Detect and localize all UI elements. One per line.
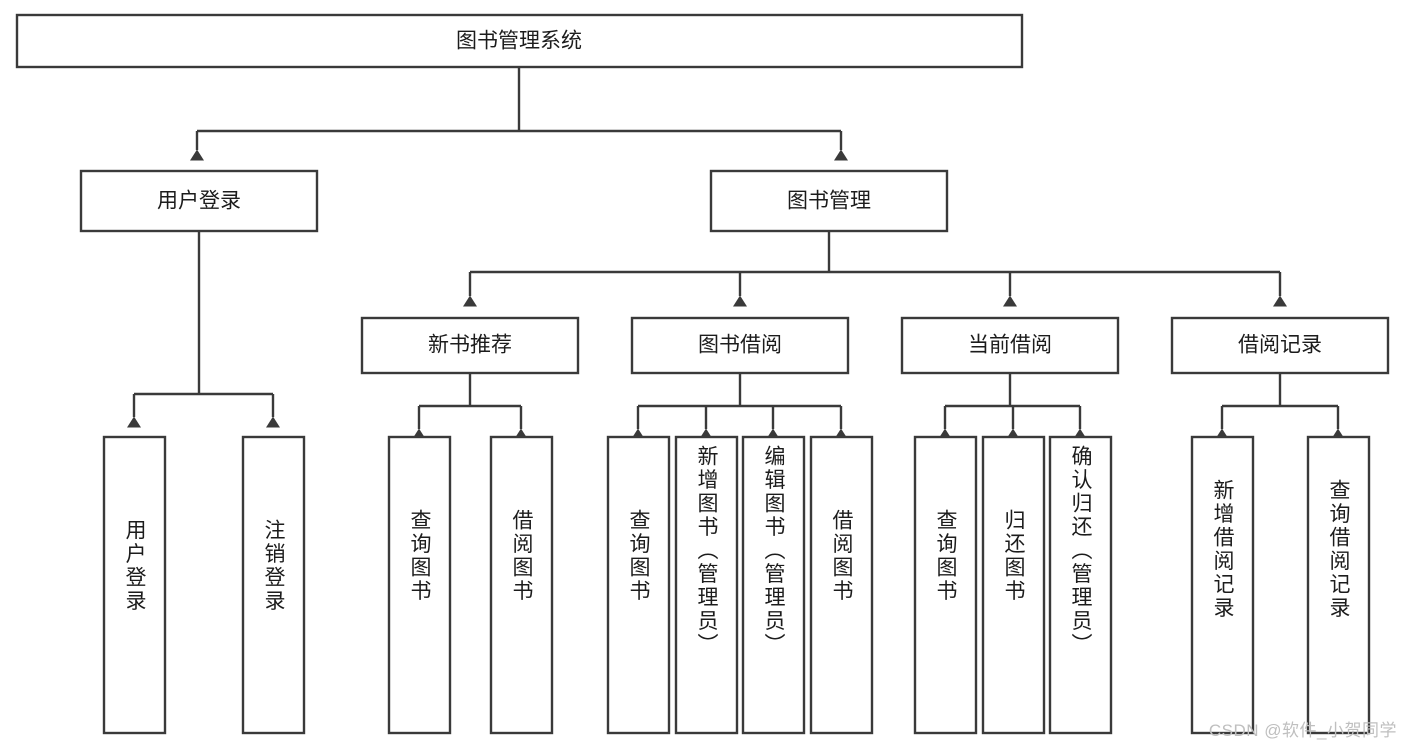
edge-user-login-to-leaves <box>127 231 280 428</box>
user-login-label: 用户登录 <box>157 190 241 213</box>
current-borrow-box <box>900 316 1120 375</box>
current-borrow-label: 当前借阅 <box>968 334 1052 357</box>
leaf-box-user-login[interactable] <box>102 435 167 735</box>
root-box <box>15 13 1024 69</box>
leaf-box-add-book[interactable] <box>674 435 739 735</box>
edge-borrow-record-to-leaves <box>1215 373 1345 440</box>
new-book-recommend-label: 新书推荐 <box>428 334 512 357</box>
leaf-box-add-record[interactable] <box>1190 435 1255 735</box>
leaf-box-confirm-return[interactable] <box>1048 435 1113 735</box>
leaf-box-edit-book[interactable] <box>741 435 806 735</box>
node-root[interactable]: 图书管理系统 <box>15 13 1024 69</box>
node-book-borrow[interactable]: 图书借阅 <box>630 316 850 375</box>
book-management-label: 图书管理 <box>787 190 871 213</box>
node-book-management[interactable]: 图书管理 <box>709 169 949 233</box>
node-borrow-record[interactable]: 借阅记录 <box>1170 316 1390 375</box>
node-current-borrow[interactable]: 当前借阅 <box>900 316 1120 375</box>
node-user-login[interactable]: 用户登录 <box>79 169 319 233</box>
new-book-recommend-box <box>360 316 580 375</box>
leaf-box-query-record[interactable] <box>1306 435 1371 735</box>
leaf-box-query-book-3[interactable] <box>913 435 978 735</box>
user-login-box <box>79 169 319 233</box>
root-label: 图书管理系统 <box>456 30 582 53</box>
borrow-record-label: 借阅记录 <box>1238 334 1322 357</box>
edge-current-borrow-to-leaves <box>938 373 1087 440</box>
edge-book-management-to-level3 <box>463 231 1287 307</box>
leaf-box-return-book[interactable] <box>981 435 1046 735</box>
node-new-book-recommend[interactable]: 新书推荐 <box>360 316 580 375</box>
edge-book-borrow-to-leaves <box>631 373 848 440</box>
book-borrow-label: 图书借阅 <box>698 334 782 357</box>
leaf-box-borrow-book-1[interactable] <box>489 435 554 735</box>
edge-root-to-level2 <box>190 67 848 161</box>
leaf-box-borrow-book-2[interactable] <box>809 435 874 735</box>
csdn-watermark: CSDN @软件_小贺同学 <box>1208 721 1397 740</box>
leaf-box-user-logout[interactable] <box>241 435 306 735</box>
leaf-box-query-book-1[interactable] <box>387 435 452 735</box>
edge-new-book-recommend-to-leaves <box>412 373 528 440</box>
leaf-box-query-book-2[interactable] <box>606 435 671 735</box>
